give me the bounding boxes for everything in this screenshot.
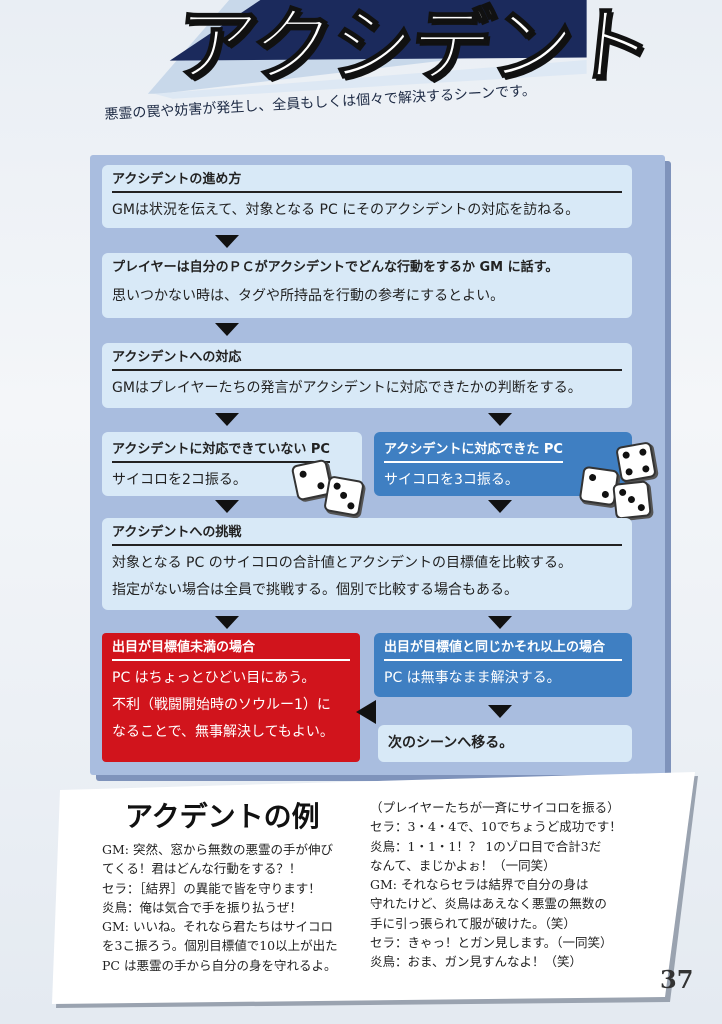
arrow-down-icon [215,323,239,336]
arrow-down-icon [215,616,239,629]
title-banner [147,0,587,99]
next-scene-label: 次のシーンへ移る。 [388,735,514,751]
below-target-box: 出目が目標値未満の場合 PC はちょっとひどい目にあう。 不利（戦闘開始時のソウ… [102,633,360,762]
step-body: サイコロを3コ振る。 [384,472,519,488]
arrow-down-icon [488,500,512,513]
step-heading: アクシデントの進め方 [112,171,622,193]
arrow-down-icon [215,500,239,513]
example-line: 炎鳥：1・1・1！？ 1のゾロ目で合計3だ [370,838,602,854]
example-line: てくる！君はどんな行動をする？！ [102,861,302,877]
dice-icon [323,475,365,517]
example-line: セラ：3・4・4で、10でちょうど成功です！ [370,819,622,835]
step-heading: プレイヤーは自分のＰＣがアクシデントでどんな行動をするか GM に話す。 [112,260,559,275]
step-body: 不利（戦闘開始時のソウルー1）に [112,697,331,713]
example-left-column: GM: 突然、窓から無数の悪霊の手が伸び てくる！君はどんな行動をする？！ セラ… [102,840,338,975]
arrow-down-icon [488,413,512,426]
example-line: 炎鳥：俺は気合で手を振り払うぜ！ [102,899,303,915]
example-line: 炎鳥：おま、ガン見すんなよ！（笑） [370,954,583,970]
step-body: PC は無事なまま解決する。 [384,670,561,686]
arrow-down-icon [488,705,512,718]
dice-icon [615,441,657,483]
step-body: GMはプレイヤーたちの発言がアクシデントに対応できたかの判断をする。 [112,380,582,396]
page-title: アクシデント [169,0,657,95]
example-line: なんて、まじかよぉ！（一同笑） [370,857,556,873]
example-line: PC は悪霊の手から自分の身を守れるよ。 [102,957,337,973]
example-line: を3こ振ろう。個別目標値で10以上が出た [102,938,338,954]
arrow-down-icon [215,235,239,248]
step-body: 思いつかない時は、タグや所持品を行動の参考にするとよい。 [112,288,505,304]
next-scene-box: 次のシーンへ移る。 [378,725,632,762]
step-challenge-box: アクシデントへの挑戦 対象となる PC のサイコロの合計値とアクシデントの目標値… [102,518,632,610]
step-heading: 出目が目標値未満の場合 [112,639,350,661]
example-card [52,772,698,1008]
step-heading: アクシデントに対応できていない PC [112,441,330,463]
step-body: PC はちょっとひどい目にあう。 [112,670,316,686]
dice-icon [612,480,652,520]
step-player-box: プレイヤーは自分のＰＣがアクシデントでどんな行動をするか GM に話す。 思いつ… [102,253,632,318]
step-body: サイコロを2コ振る。 [112,472,247,488]
example-line: セラ：きゃっ！とガン見します。（一同笑） [370,935,613,951]
step-heading: アクシデントへの挑戦 [112,524,622,546]
example-right-column: （プレイヤーたちが一斉にサイコロを振る） セラ：3・4・4で、10でちょうど成功… [370,798,622,972]
example-line: セラ：［結界］の異能で皆を守ります！ [102,880,321,896]
example-line: GM: 突然、窓から無数の悪霊の手が伸び [102,842,333,857]
step-body: 対象となる PC のサイコロの合計値とアクシデントの目標値を比較する。 [112,555,572,571]
arrow-down-icon [488,616,512,629]
example-line: GM: それならセラは結界で自分の身は [370,877,589,893]
step-progress-box: アクシデントの進め方 GMは状況を伝えて、対象となる PC にそのアクシデントの… [102,165,632,228]
example-line: 手に引っ張られて服が破けた。（笑） [370,915,576,931]
page-number: 37 [660,965,694,994]
step-heading: アクシデントに対応できた PC [384,441,563,463]
step-body: なることで、無事解決してもよい。 [112,724,334,740]
arrow-down-icon [215,413,239,426]
step-heading: 出目が目標値と同じかそれ以上の場合 [384,639,622,661]
example-line: 守れたけど、炎鳥はあえなく悪霊の無数の [370,896,607,912]
above-target-box: 出目が目標値と同じかそれ以上の場合 PC は無事なまま解決する。 [374,633,632,697]
step-heading: アクシデントへの対応 [112,349,622,371]
step-body: 指定がない場合は全員で挑戦する。個別で比較する場合もある。 [112,582,518,598]
arrow-left-icon [356,700,376,724]
example-line: （プレイヤーたちが一斉にサイコロを振る） [370,800,620,815]
step-response-box: アクシデントへの対応 GMはプレイヤーたちの発言がアクシデントに対応できたかの判… [102,343,632,408]
step-body: GMは状況を伝えて、対象となる PC にそのアクシデントの対応を訪ねる。 [112,202,580,218]
example-line: GM: いいね。それなら君たちはサイコロ [102,919,333,935]
example-title: アクデントの例 [125,800,320,833]
